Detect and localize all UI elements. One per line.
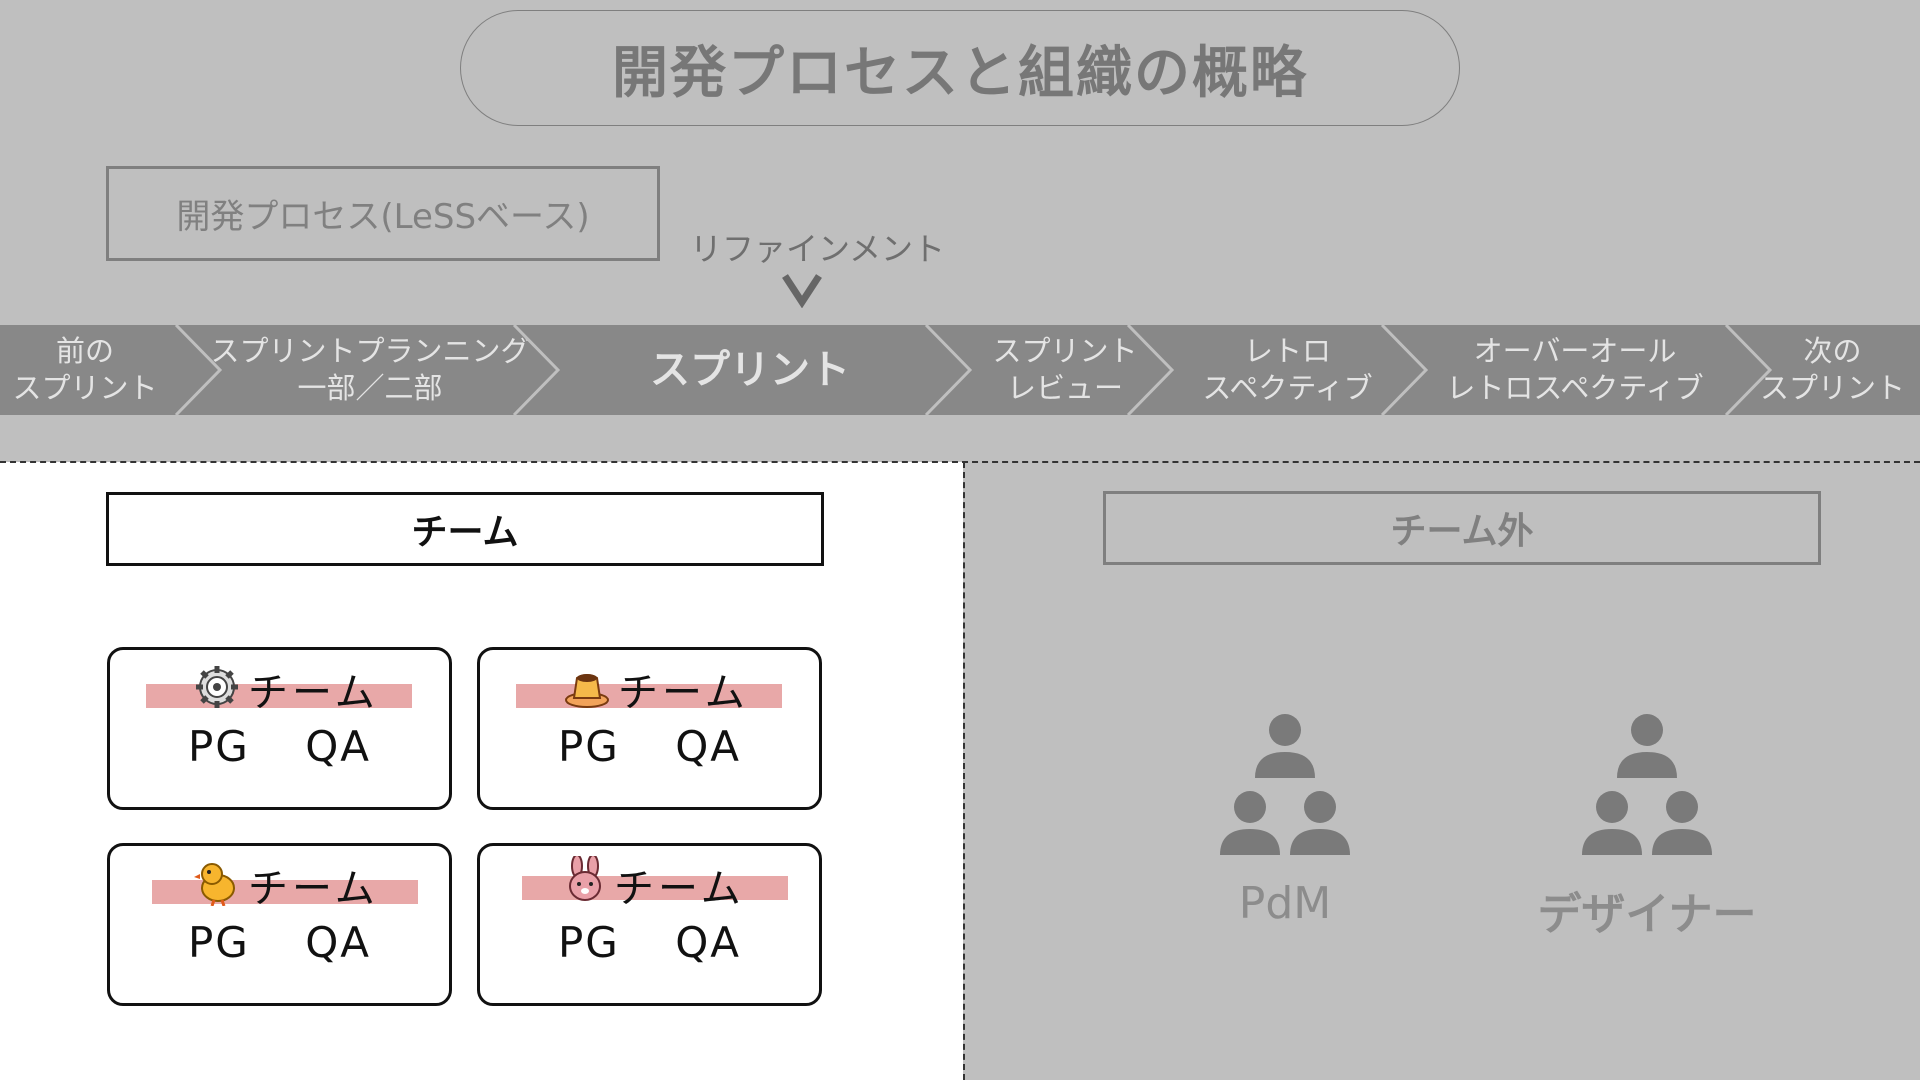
team-header: チーム — [106, 492, 824, 566]
step-separator-icon — [1724, 325, 1773, 415]
pudding-icon — [565, 674, 609, 708]
down-chevron-icon — [782, 274, 822, 308]
step-separator-icon — [174, 325, 223, 415]
team-roles: PG QA — [187, 722, 371, 771]
step-separator-icon — [924, 325, 973, 415]
team-roles: PG QA — [187, 918, 371, 967]
step-separator-icon — [1126, 325, 1175, 415]
team-card-gear: チーム PG QA — [107, 647, 452, 810]
outside-team-header: チーム外 — [1103, 491, 1821, 565]
rabbit-icon — [569, 856, 601, 901]
step-sprint-planning: スプリントプランニング 一部／二部 — [210, 334, 530, 405]
step-overall-retrospective: オーバーオール レトロスペクティブ — [1446, 334, 1704, 405]
team-name: チーム — [248, 866, 379, 912]
pdm-label: PdM — [1238, 878, 1332, 929]
gear-icon — [196, 666, 238, 708]
team-name-highlight — [146, 684, 412, 708]
step-retrospective: レトロ スペクティブ — [1202, 334, 1373, 405]
team-roles: PG QA — [557, 722, 741, 771]
team-roles: PG QA — [557, 918, 741, 967]
team-name-highlight — [516, 684, 782, 708]
step-previous-sprint: 前の スプリント — [12, 334, 158, 405]
step-sprint-review: スプリント レビュー — [992, 334, 1138, 405]
step-next-sprint: 次の スプリント — [1759, 334, 1905, 405]
refinement-label: リファインメント — [690, 230, 946, 268]
diagram-title: 開発プロセスと組織の概略 — [460, 10, 1460, 126]
process-band — [0, 325, 1920, 415]
team-name: チーム — [618, 670, 749, 716]
process-label-box: 開発プロセス(LeSSベース) — [106, 166, 660, 261]
chick-icon — [194, 863, 235, 906]
team-card-pudding: チーム PG QA — [477, 647, 822, 810]
step-separator-icon — [1380, 325, 1429, 415]
divider-vertical — [963, 462, 965, 1080]
team-card-rabbit: チーム PG QA — [477, 843, 822, 1006]
step-sprint: スプリント — [650, 346, 850, 393]
people-group-icon — [1582, 714, 1712, 855]
designer-label: デザイナー — [1537, 889, 1757, 940]
team-card-chick: チーム PG QA — [107, 843, 452, 1006]
step-separator-icon — [512, 325, 561, 415]
team-name: チーム — [248, 670, 379, 716]
team-name: チーム — [614, 866, 745, 912]
team-name-highlight — [522, 876, 788, 900]
team-name-highlight — [152, 880, 418, 904]
divider-horizontal — [0, 461, 1920, 463]
people-group-icon — [1220, 714, 1350, 855]
